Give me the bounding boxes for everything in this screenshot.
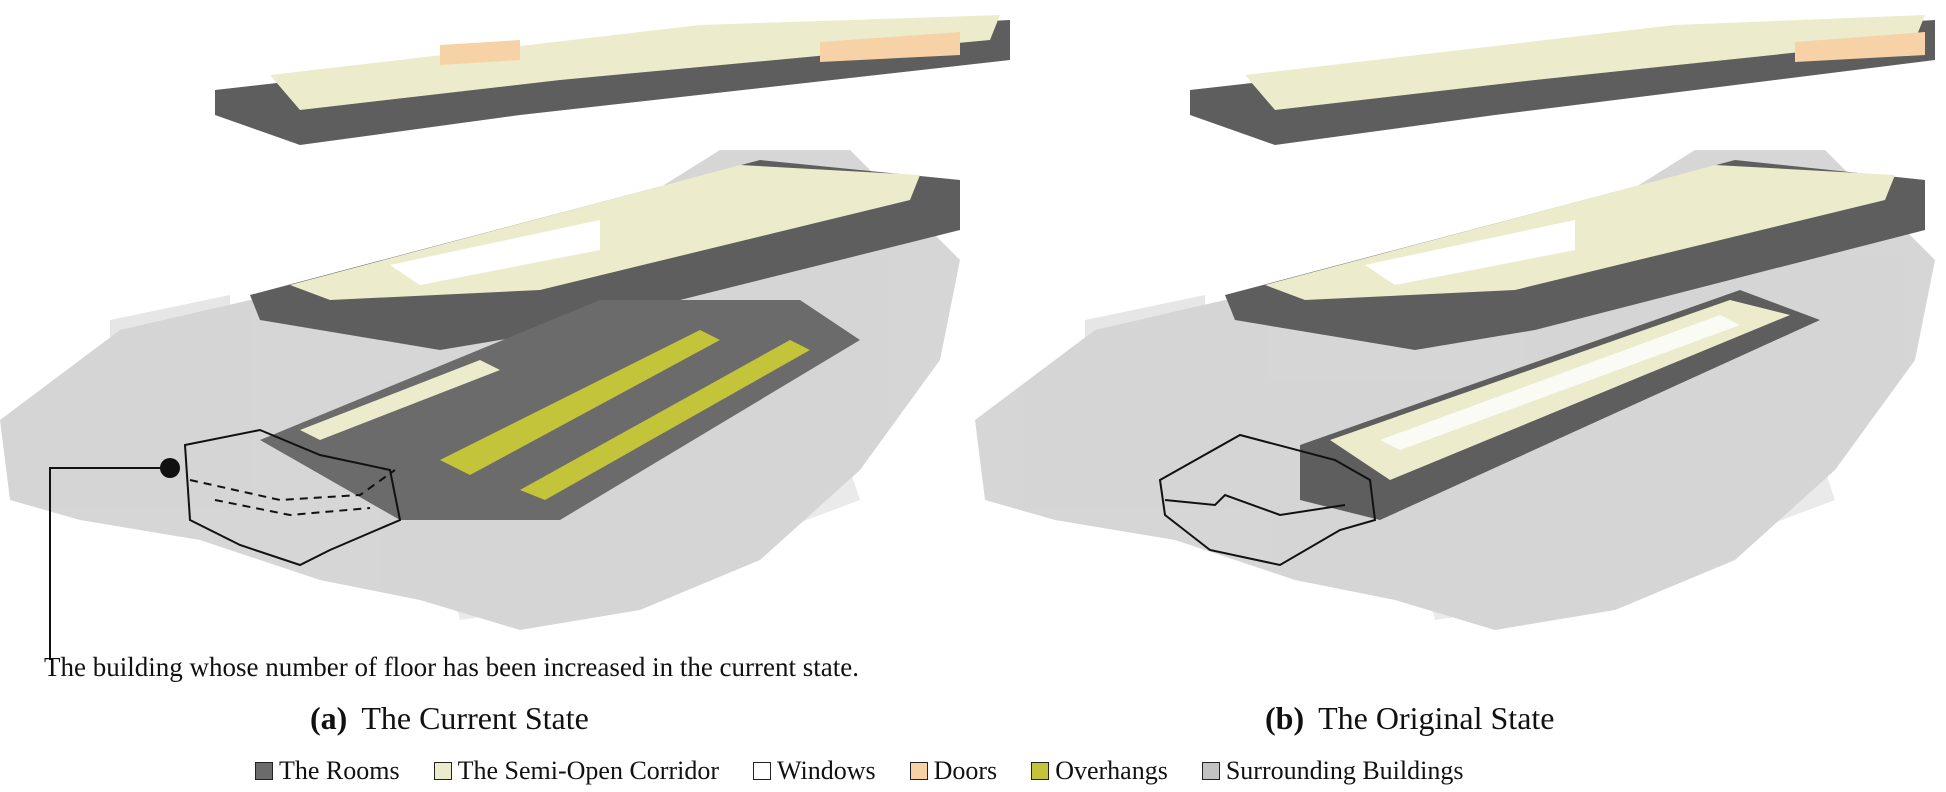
caption-a-title: The Current State bbox=[361, 700, 589, 736]
panel-b-drawing bbox=[975, 15, 1935, 630]
legend-swatch-rooms bbox=[255, 762, 273, 780]
highlighted-building-outline bbox=[183, 428, 402, 567]
legend-item-surrounding: Surrounding Buildings bbox=[1201, 756, 1464, 786]
legend-label-surrounding: Surrounding Buildings bbox=[1225, 756, 1464, 785]
caption-b-title: The Original State bbox=[1318, 700, 1555, 736]
caption-a: (a) The Current State bbox=[310, 700, 589, 737]
caption-a-tag: (a) bbox=[310, 700, 348, 736]
legend: The Rooms The Semi-Open Corridor Windows… bbox=[255, 756, 1497, 786]
legend-swatch-corridor bbox=[433, 762, 452, 780]
legend-item-rooms: The Rooms bbox=[255, 756, 400, 786]
middle-floor-b bbox=[1225, 160, 1925, 350]
legend-item-corridor: The Semi-Open Corridor bbox=[433, 756, 719, 786]
legend-label-rooms: The Rooms bbox=[279, 756, 400, 785]
top-floor-b bbox=[1190, 15, 1935, 145]
annotation-leader bbox=[49, 458, 180, 660]
lower-floor-b bbox=[1300, 290, 1820, 520]
middle-floor-a bbox=[250, 160, 960, 350]
legend-label-windows: Windows bbox=[777, 756, 876, 785]
legend-swatch-doors bbox=[909, 762, 928, 780]
lower-floor-a bbox=[260, 300, 860, 520]
panel-a-drawing bbox=[0, 15, 1010, 660]
legend-label-corridor: The Semi-Open Corridor bbox=[457, 756, 719, 785]
legend-item-doors: Doors bbox=[909, 756, 998, 786]
caption-b-tag: (b) bbox=[1265, 700, 1305, 736]
legend-swatch-windows bbox=[753, 762, 771, 780]
legend-swatch-surrounding bbox=[1201, 762, 1220, 780]
annotation-text: The building whose number of floor has b… bbox=[44, 652, 859, 682]
top-floor-a bbox=[215, 15, 1010, 145]
legend-swatch-overhangs bbox=[1031, 762, 1050, 780]
legend-label-doors: Doors bbox=[933, 756, 998, 785]
caption-b: (b) The Original State bbox=[1265, 700, 1554, 737]
original-building-outline bbox=[1158, 433, 1377, 567]
legend-item-windows: Windows bbox=[753, 756, 876, 786]
legend-item-overhangs: Overhangs bbox=[1031, 756, 1168, 786]
legend-label-overhangs: Overhangs bbox=[1055, 756, 1168, 785]
